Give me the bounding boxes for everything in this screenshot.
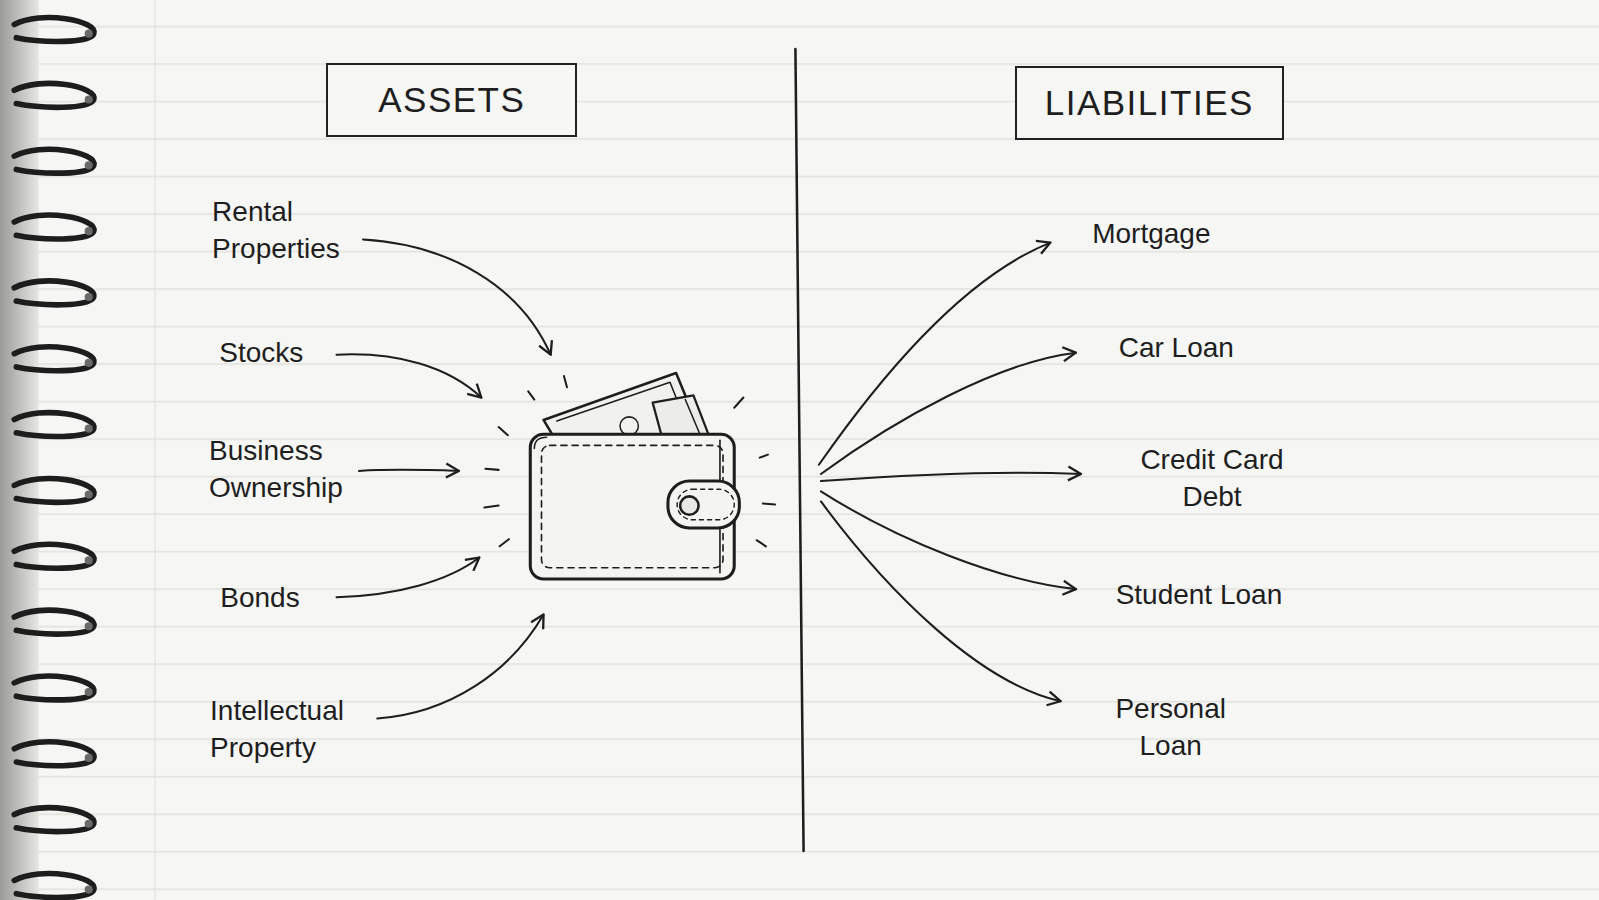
spiral-ring: [14, 18, 94, 42]
arrow: [377, 615, 543, 719]
wallet-clasp: [668, 481, 739, 528]
asset-label: Bonds: [220, 579, 373, 616]
wallet-illustration: [484, 373, 775, 579]
ring-hole: [85, 820, 93, 828]
heading-box: ASSETS: [326, 63, 577, 136]
ring-hole: [85, 622, 93, 630]
ring-hole: [85, 30, 93, 38]
arrow: [821, 491, 1076, 589]
arrow: [819, 243, 1050, 465]
bill-edge: [685, 400, 701, 439]
asset-arrows: [337, 240, 551, 719]
shine: [500, 539, 509, 546]
bill-seal: [620, 417, 638, 435]
liability-label: Credit Card Debt: [1128, 441, 1296, 515]
spiral-ring: [14, 281, 94, 305]
divider-line: [795, 49, 803, 851]
shine: [564, 376, 567, 387]
spiral-ring: [14, 347, 94, 371]
asset-label: Stocks: [219, 334, 372, 371]
ring-hole: [85, 293, 93, 301]
arrow: [821, 473, 1081, 481]
shine: [485, 469, 498, 470]
heading-text: LIABILITIES: [1045, 83, 1254, 123]
ring-hole: [85, 688, 93, 696]
spiral-ring: [14, 610, 94, 634]
clasp-stitching: [677, 489, 734, 520]
ring-hole: [85, 95, 93, 103]
ring-hole: [85, 754, 93, 762]
ring-hole: [85, 556, 93, 564]
wallet-stitching: [541, 445, 723, 567]
spiral-ring: [14, 149, 94, 173]
arrow: [337, 354, 482, 397]
spiral-binding: [14, 18, 94, 898]
shine: [757, 540, 766, 546]
spiral-ring: [14, 742, 94, 766]
heading-box: LIABILITIES: [1015, 66, 1284, 139]
clasp-button: [680, 496, 698, 514]
spiral-ring: [14, 544, 94, 568]
arrow: [821, 353, 1076, 474]
ring-hole: [85, 227, 93, 235]
liability-label: Student Loan: [1116, 576, 1361, 613]
liability-label: Mortgage: [1092, 215, 1296, 252]
ring-hole: [85, 359, 93, 367]
spiral-ring: [14, 215, 94, 239]
ring-hole: [85, 425, 93, 433]
spiral-ring: [14, 478, 94, 502]
asset-label: Intellectual Property: [210, 692, 363, 766]
arrow: [337, 558, 480, 598]
margin-line: [154, 0, 155, 900]
shine: [499, 427, 508, 435]
liability-label: Personal Loan: [1104, 690, 1237, 764]
asset-label: Business Ownership: [209, 432, 362, 506]
liability-arrows: [819, 243, 1081, 702]
shine: [760, 455, 768, 458]
heading-text: ASSETS: [378, 80, 525, 120]
shine: [528, 391, 534, 399]
arrow: [821, 501, 1061, 701]
arrow: [363, 240, 551, 355]
ring-hole: [85, 886, 93, 894]
shine: [763, 504, 775, 505]
spiral-ring: [14, 413, 94, 437]
spiral-ring: [14, 83, 94, 107]
ring-hole: [85, 161, 93, 169]
shine-lines: [484, 376, 775, 546]
asset-label: Rental Properties: [212, 193, 365, 267]
spiral-ring: [14, 874, 94, 898]
spiral-ring: [14, 808, 94, 832]
shine: [734, 398, 743, 408]
shine: [484, 506, 498, 508]
ring-hole: [85, 490, 93, 498]
liability-label: Car Loan: [1119, 329, 1323, 366]
arrow: [359, 470, 459, 471]
spiral-ring: [14, 676, 94, 700]
